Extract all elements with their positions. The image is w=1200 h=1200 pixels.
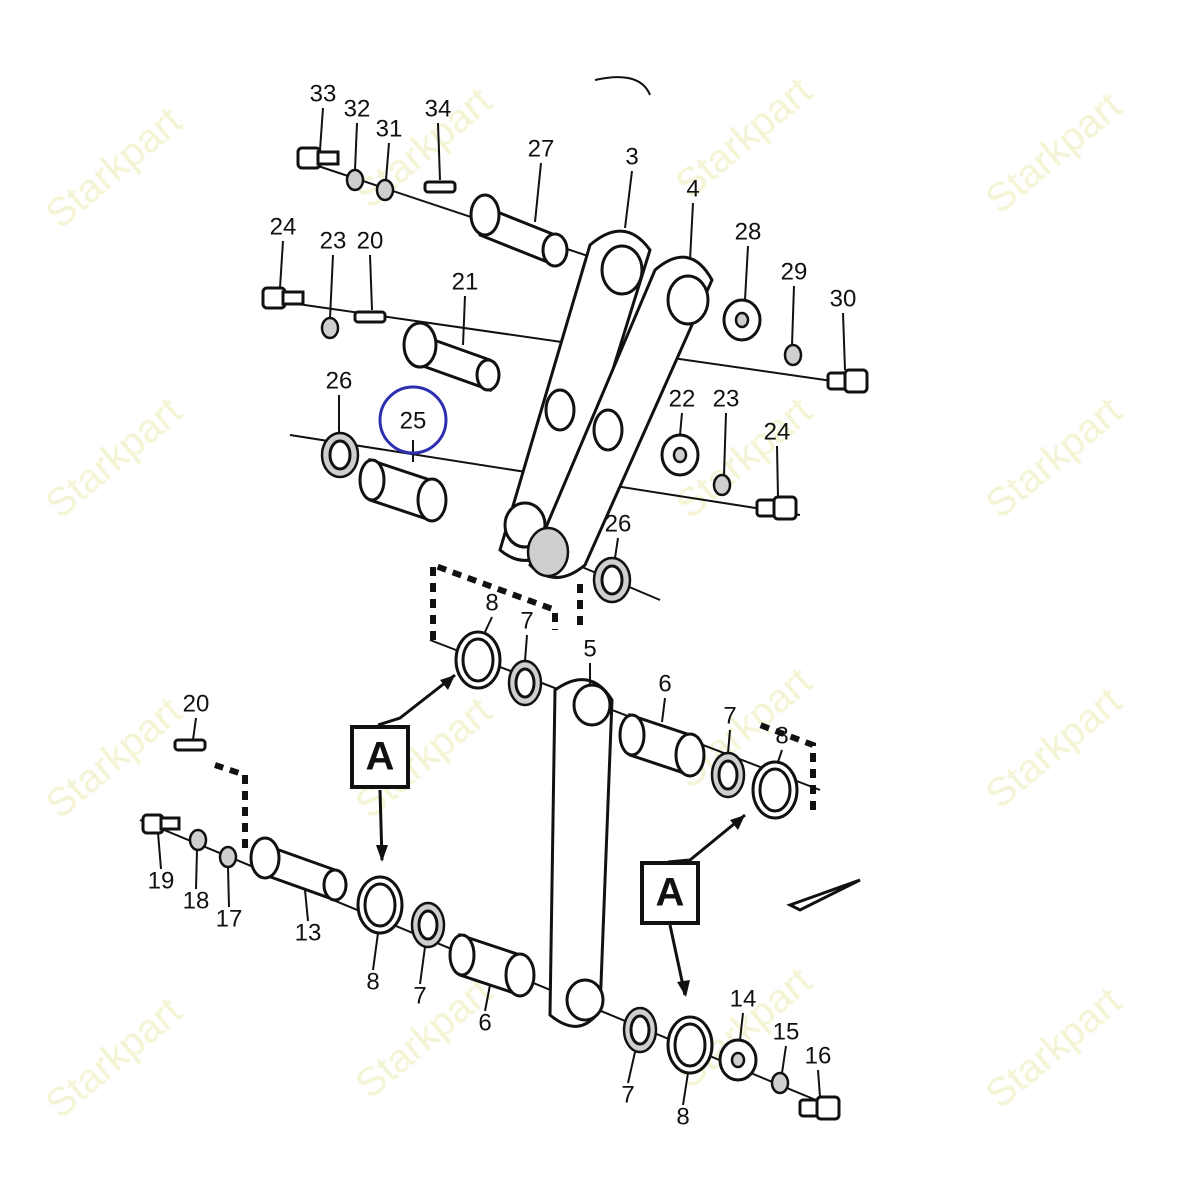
part-label-26b: 26 [605,510,632,537]
part-label-17: 17 [216,905,243,932]
bolts [141,76,869,1121]
part-label-21: 21 [452,268,479,295]
part-label-4: 4 [686,175,699,202]
part-label-31: 31 [376,115,403,142]
part-label-8d: 8 [676,1103,689,1130]
part-label-32: 32 [344,95,371,122]
part-label-6b: 6 [478,1009,491,1036]
part-label-20b: 20 [183,690,210,717]
part-label-19: 19 [148,867,175,894]
part-label-23b: 23 [713,385,740,412]
leader-lines [157,107,846,1106]
part-label-13: 13 [295,919,322,946]
part-label-20a: 20 [357,227,384,254]
part-label-26a: 26 [326,367,353,394]
part-label-22: 22 [669,385,696,412]
part-label-7d: 7 [621,1081,634,1108]
part-label-15: 15 [773,1018,800,1045]
part-label-3: 3 [625,143,638,170]
pins-and-bushings [249,193,706,998]
dashed-brackets [214,560,816,848]
part-label-18: 18 [183,887,210,914]
part-label-27: 27 [528,135,555,162]
part-label-23a: 23 [320,227,347,254]
link-5 [548,678,614,1028]
washers [188,168,803,1095]
part-label-14: 14 [730,985,757,1012]
part-label-24a: 24 [270,213,297,240]
part-label-7b: 7 [723,702,736,729]
part-label-30: 30 [830,285,857,312]
part-label-28: 28 [735,218,762,245]
callout-a-label: A [656,871,685,915]
part-label-8a: 8 [485,589,498,616]
part-label-8c: 8 [366,968,379,995]
link-4 [526,255,714,579]
part-label-25: 25 [400,407,427,434]
part-label-5: 5 [583,635,596,662]
callout-a-lower: A [640,861,700,925]
part-label-7a: 7 [520,607,533,634]
part-label-7c: 7 [413,982,426,1009]
part-label-33: 33 [310,80,337,107]
part-label-8b: 8 [775,722,788,749]
callout-a-label: A [366,735,395,779]
part-label-6a: 6 [658,670,671,697]
part-label-24b: 24 [764,418,791,445]
part-label-34: 34 [425,95,452,122]
part-label-16: 16 [805,1042,832,1069]
part-label-29: 29 [781,258,808,285]
highlight-circle [378,385,448,455]
callout-a-upper: A [350,725,410,789]
